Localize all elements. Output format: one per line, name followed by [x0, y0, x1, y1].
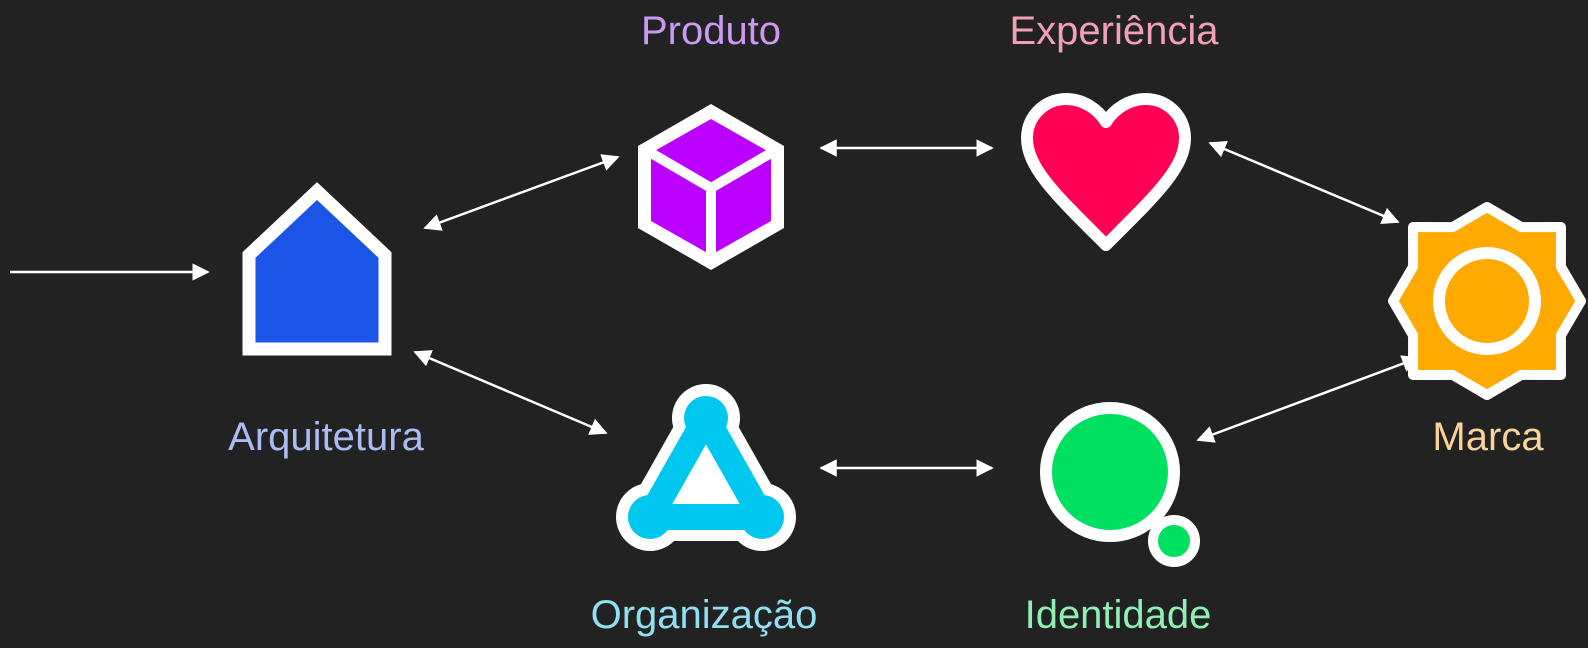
sun-icon — [1388, 202, 1586, 400]
label-experiencia: Experiência — [1009, 9, 1219, 53]
heart-icon — [1021, 93, 1191, 251]
arrow-identidade-marca — [1196, 355, 1420, 443]
arrow-arquitetura-organizacao — [413, 350, 608, 435]
arrow-experiencia-marca — [1208, 141, 1400, 224]
cube-icon — [638, 104, 784, 270]
triangle-nodes-icon — [616, 384, 796, 551]
chat-bubble-icon — [1040, 402, 1200, 567]
label-produto: Produto — [640, 9, 782, 53]
arrow-arquitetura-produto — [423, 154, 620, 231]
label-marca: Marca — [1432, 415, 1544, 459]
label-identidade: Identidade — [1024, 593, 1212, 637]
house-icon — [242, 182, 392, 356]
label-organizacao: Organização — [590, 593, 818, 637]
arrows — [10, 139, 1420, 477]
label-arquitetura: Arquitetura — [228, 415, 424, 459]
